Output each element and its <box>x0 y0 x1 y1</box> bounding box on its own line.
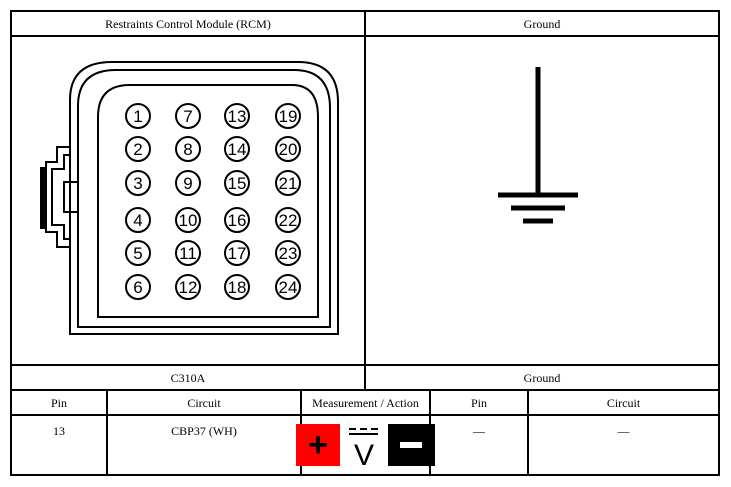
col-header-measurement: Measurement / Action <box>312 395 419 410</box>
pin-14-circle <box>224 136 250 162</box>
pin-5-label: 5 <box>133 244 142 263</box>
pin-13-label: 13 <box>228 107 247 126</box>
pin-22-label: 22 <box>279 211 298 230</box>
pin-21-label: 21 <box>279 174 298 193</box>
col-header-ground-pin: Pin <box>470 395 487 410</box>
divider-center <box>364 10 366 390</box>
ground-symbol-icon <box>498 67 578 224</box>
pin-17-circle <box>224 240 250 266</box>
pin-6-label: 6 <box>133 278 142 297</box>
row-ground-circuit: — <box>617 424 630 438</box>
connector-title: Restraints Control Module (RCM) <box>105 16 271 31</box>
connector-face <box>97 84 319 318</box>
divider-label-bottom <box>10 389 720 391</box>
pin-20-label: 20 <box>279 140 298 159</box>
positive-probe-icon <box>296 424 340 466</box>
divider-col1 <box>106 389 108 476</box>
pin-21-circle <box>275 170 301 196</box>
pin-11-circle <box>175 240 201 266</box>
pin-16-label: 16 <box>228 211 247 230</box>
pin-18-label: 18 <box>228 278 247 297</box>
pin-20-circle <box>275 136 301 162</box>
pin-3-label: 3 <box>133 174 142 193</box>
pin-10-label: 10 <box>179 211 198 230</box>
pin-11-label: 11 <box>179 244 197 263</box>
col-header-pin: Pin <box>50 395 67 410</box>
connector-latch <box>45 146 70 248</box>
pin-12-label: 12 <box>179 278 198 297</box>
pin-4-label: 4 <box>133 211 142 230</box>
connector-housing-outer <box>69 61 339 335</box>
divider-col4 <box>527 389 529 476</box>
pin-24-circle <box>275 274 301 300</box>
pin-15-circle <box>224 170 250 196</box>
pin-7-circle <box>175 103 201 129</box>
pin-5-circle <box>125 240 151 266</box>
pin-18-circle <box>224 274 250 300</box>
pin-1-label: 1 <box>133 107 142 126</box>
pin-4-circle <box>125 207 151 233</box>
pin-3-circle <box>125 170 151 196</box>
dc-voltage-symbol: V <box>354 439 374 471</box>
latch-bar <box>40 167 46 229</box>
pin-15-label: 15 <box>228 174 247 193</box>
pin-14-label: 14 <box>228 140 247 159</box>
voltmeter-graphic: + V <box>296 424 435 471</box>
pin-2-circle <box>125 136 151 162</box>
negative-symbol <box>400 442 422 448</box>
ground-label: Ground <box>523 370 561 385</box>
pin-13-circle <box>224 103 250 129</box>
row-ground-pin: — <box>473 424 485 438</box>
pin-19-circle <box>275 103 301 129</box>
pin-24-label: 24 <box>279 278 298 297</box>
pin-17-label: 17 <box>228 244 247 263</box>
pin-19-label: 19 <box>279 107 298 126</box>
connector-id-label: C310A <box>170 370 206 385</box>
pin-9-circle <box>175 170 201 196</box>
col-header-ground-circuit: Circuit <box>606 395 641 410</box>
pin-2-label: 2 <box>133 140 142 159</box>
pin-16-circle <box>224 207 250 233</box>
pin-8-circle <box>175 136 201 162</box>
pin-23-label: 23 <box>279 244 298 263</box>
pin-6-circle <box>125 274 151 300</box>
row-circuit: CBP37 (WH) <box>171 424 237 438</box>
pin-22-circle <box>275 207 301 233</box>
ground-title: Ground <box>523 16 561 31</box>
connector-housing-mid <box>77 69 331 328</box>
pin-10-circle <box>175 207 201 233</box>
pin-12-circle <box>175 274 201 300</box>
latch-tab <box>63 181 79 213</box>
pin-8-label: 8 <box>183 140 192 159</box>
positive-symbol: + <box>308 426 328 464</box>
pin-23-circle <box>275 240 301 266</box>
col-header-circuit: Circuit <box>187 395 221 410</box>
divider-table-header <box>10 414 720 416</box>
row-pin: 13 <box>53 424 65 438</box>
pin-7-label: 7 <box>183 107 192 126</box>
pin-1-circle <box>125 103 151 129</box>
pin-9-label: 9 <box>183 174 192 193</box>
